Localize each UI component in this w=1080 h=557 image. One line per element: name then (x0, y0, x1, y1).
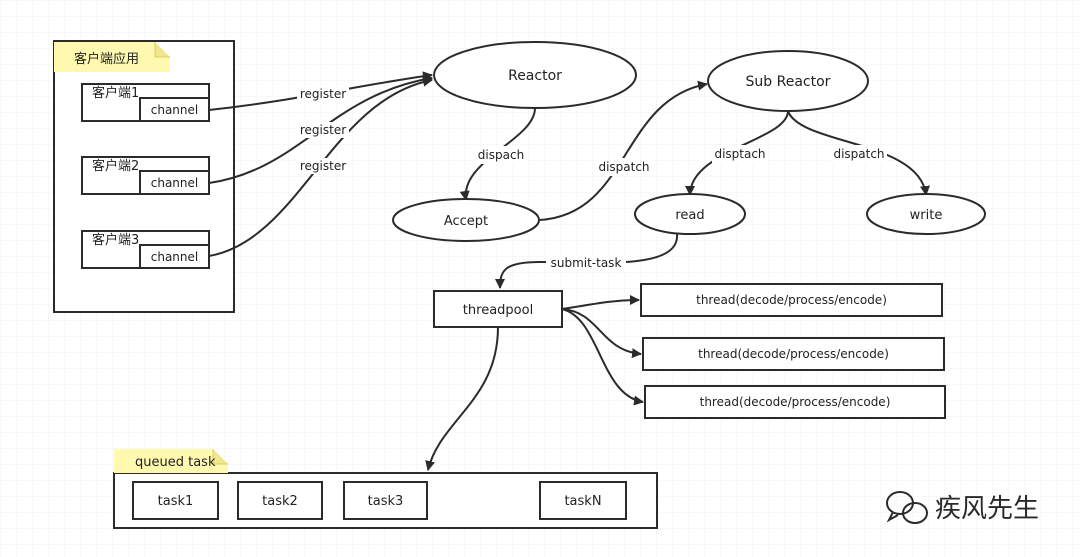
thread-edge-2 (561, 308, 642, 359)
client-app-group: 客户端应用 客户端1 channel 客户端2 channel 客户端3 cha… (53, 40, 235, 313)
task-label-2: task2 (262, 494, 298, 509)
task-box-3 (343, 481, 428, 520)
thread-label-3: thread(decode/process/encode) (700, 395, 891, 409)
dispatch-accept-edge (538, 80, 708, 221)
client-3-channel-label: channel (151, 250, 198, 264)
task-label-n: taskN (564, 494, 601, 509)
sub-reactor-label: Sub Reactor (746, 74, 831, 90)
task-box-1 (132, 481, 219, 520)
wechat-icon (886, 491, 928, 524)
thread-label-1: thread(decode/process/encode) (696, 293, 887, 307)
queue-edge (425, 326, 499, 471)
read-node (634, 193, 746, 235)
submit-task-label: submit-task (551, 256, 622, 270)
queue-note (114, 449, 228, 473)
client-3-channel (139, 244, 210, 269)
thread-edge-3 (561, 308, 644, 406)
client-1-channel-label: channel (151, 103, 198, 117)
task-box-2 (237, 481, 323, 520)
queue-title: queued task (135, 455, 216, 470)
read-label: read (675, 208, 704, 223)
task-label-1: task1 (158, 494, 194, 509)
register-label-3: register (300, 159, 346, 173)
register-label-1: register (300, 87, 346, 101)
register-label-2: register (300, 123, 346, 137)
write-label: write (910, 208, 943, 223)
dispatch-accept-label: dispatch (598, 160, 649, 174)
client-app-note (54, 42, 170, 72)
reactor-label: Reactor (508, 68, 562, 84)
client-2-channel-label: channel (151, 176, 198, 190)
threadpool-label: threadpool (463, 303, 533, 318)
thread-box-3 (644, 385, 946, 419)
dispach-label: dispach (478, 148, 524, 162)
accept-label: Accept (444, 214, 488, 229)
client-1-label: 客户端1 (92, 85, 139, 101)
client-2-label: 客户端2 (92, 158, 139, 174)
thread-box-2 (642, 337, 945, 371)
task-box-n (539, 481, 627, 520)
task-queue-group: queued task task1 task2 task3 taskN (113, 449, 658, 529)
task-label-3: task3 (368, 494, 404, 509)
watermark: 疾风先生 (886, 491, 1039, 524)
thread-edge-1 (561, 295, 640, 310)
write-node (866, 193, 986, 235)
threadpool-node (433, 290, 563, 328)
watermark-text: 疾风先生 (935, 494, 1039, 524)
thread-label-2: thread(decode/process/encode) (698, 347, 889, 361)
disptach-label: disptach (714, 147, 765, 161)
thread-box-1 (640, 283, 943, 317)
dispatch-write-label: dispatch (833, 147, 884, 161)
client-app-title: 客户端应用 (74, 51, 139, 67)
client-3-label: 客户端3 (92, 232, 139, 248)
